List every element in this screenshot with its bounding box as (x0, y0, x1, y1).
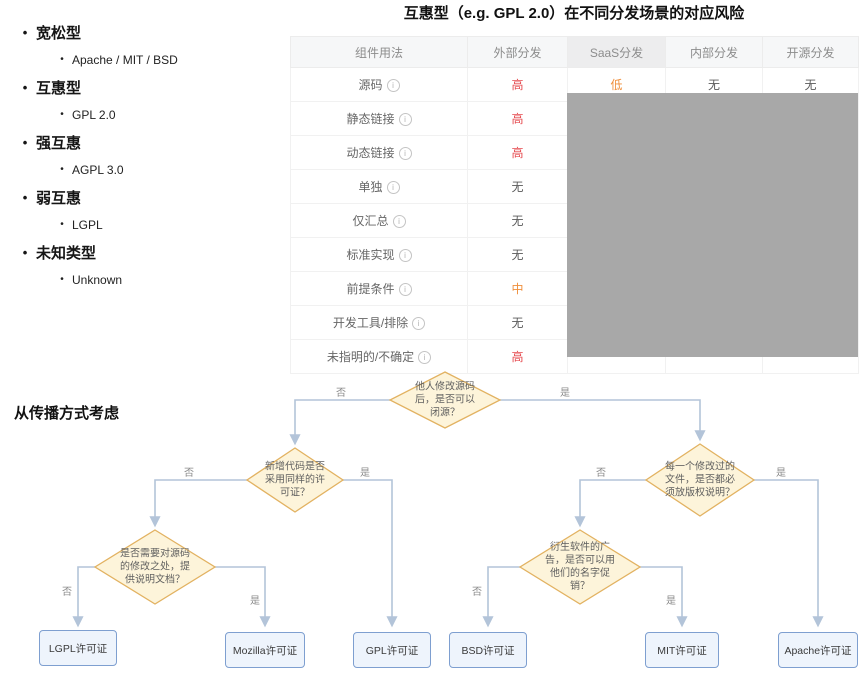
decision-text: 衍生软件的广告，是否可以用他们的名字促销？ (545, 542, 615, 592)
result-box-mit: MIT许可证 (645, 632, 719, 668)
usage-label: 未指明的/不确定 (326, 350, 415, 364)
license-type-label: 宽松型 (36, 24, 82, 42)
license-name-label: GPL 2.0 (72, 107, 116, 122)
table-header-row: 组件用法 外部分发 SaaS分发 内部分发 开源分发 (290, 36, 859, 68)
decision-text: 他人修改源码后，是否可以闭源？ (415, 381, 475, 419)
result-box-lgpl: LGPL许可证 (39, 630, 117, 666)
flowchart-title: 从传播方式考虑 (14, 405, 120, 422)
edge-yes-to-apache (754, 479, 824, 628)
edge-yes-to-gpl (343, 479, 398, 628)
edge-no-to-bsd (482, 566, 520, 628)
risk-cell: 无 (467, 237, 568, 272)
usage-label: 源码 (358, 78, 383, 92)
edge-label-no: 否 (62, 587, 72, 598)
decision-text: 新增代码是否采用同样的许可证？ (265, 461, 325, 499)
risk-cell: 无 (467, 305, 568, 340)
license-type-label: 未知类型 (36, 244, 97, 262)
license-name-label: LGPL (72, 217, 103, 232)
result-box-gpl: GPL许可证 (353, 632, 431, 668)
usage-label: 开发工具/排除 (332, 316, 409, 330)
risk-cell: 高 (467, 67, 568, 102)
info-icon[interactable]: i (398, 147, 412, 160)
risk-cell: 高 (467, 101, 568, 136)
edge-no-to-d5 (574, 479, 646, 528)
column-header-usage: 组件用法 (290, 36, 468, 68)
edge-yes-to-d4 (500, 399, 706, 442)
masked-region (567, 93, 858, 357)
column-header-opensource: 开源分发 (762, 36, 859, 68)
info-icon[interactable]: i (398, 249, 412, 262)
edge-label-yes: 是 (360, 468, 370, 479)
info-icon[interactable]: i (392, 215, 406, 228)
license-type-list: 宽松型 Apache / MIT / BSD 互惠型 GPL 2.0 强互惠 A… (14, 18, 284, 293)
license-type-label: 强互惠 (36, 134, 82, 152)
edge-label-yes: 是 (776, 468, 786, 479)
list-item-reciprocal: 互惠型 (14, 73, 284, 101)
edge-label-no: 否 (472, 587, 482, 598)
edge-no-to-d3 (149, 479, 247, 528)
list-subitem: GPL 2.0 (14, 101, 284, 128)
list-item-unknown: 未知类型 (14, 238, 284, 266)
risk-cell: 中 (467, 271, 568, 306)
list-subitem: Unknown (14, 266, 284, 293)
risk-cell: 高 (467, 339, 568, 374)
info-icon[interactable]: i (398, 283, 412, 296)
risk-cell: 高 (467, 135, 568, 170)
edge-label-yes: 是 (666, 596, 676, 607)
list-subitem: Apache / MIT / BSD (14, 46, 284, 73)
info-icon[interactable]: i (412, 317, 426, 330)
usage-label: 静态链接 (346, 112, 395, 126)
list-subitem: AGPL 3.0 (14, 156, 284, 183)
info-icon[interactable]: i (386, 79, 400, 92)
license-name-label: Unknown (72, 272, 123, 287)
list-item-permissive: 宽松型 (14, 18, 284, 46)
risk-table-title: 互惠型（e.g. GPL 2.0）在不同分发场景的对应风险 (403, 5, 745, 22)
usage-label: 仅汇总 (352, 214, 389, 228)
risk-cell: 无 (467, 169, 568, 204)
edge-no-to-d2 (289, 399, 390, 446)
license-name-label: AGPL 3.0 (72, 162, 124, 177)
column-header-external: 外部分发 (467, 36, 568, 68)
edge-no-to-lgpl (72, 566, 95, 628)
edge-label-no: 否 (336, 388, 346, 399)
decision-text: 是否需要对源码的修改之处，提供说明文档？ (120, 548, 190, 586)
info-icon[interactable]: i (386, 181, 400, 194)
decision-text: 每一个修改过的文件，是否都必须放版权说明？ (665, 461, 735, 499)
list-item-weak-reciprocal: 弱互惠 (14, 183, 284, 211)
usage-label: 标准实现 (346, 248, 395, 262)
result-box-mozilla: Mozilla许可证 (225, 632, 305, 668)
result-box-bsd: BSD许可证 (449, 632, 527, 668)
edge-label-yes: 是 (560, 388, 570, 399)
list-subitem: LGPL (14, 211, 284, 238)
usage-label: 单独 (358, 180, 383, 194)
list-item-strong-reciprocal: 强互惠 (14, 128, 284, 156)
license-type-label: 互惠型 (36, 79, 82, 97)
edge-label-no: 否 (596, 468, 606, 479)
column-header-internal: 内部分发 (665, 36, 763, 68)
usage-label: 动态链接 (346, 146, 395, 160)
license-name-label: Apache / MIT / BSD (72, 52, 178, 67)
column-header-saas: SaaS分发 (567, 36, 666, 68)
edge-label-yes: 是 (250, 596, 260, 607)
info-icon[interactable]: i (418, 351, 432, 364)
info-icon[interactable]: i (398, 113, 412, 126)
risk-cell: 无 (467, 203, 568, 238)
license-type-label: 弱互惠 (36, 189, 82, 207)
edge-label-no: 否 (184, 468, 194, 479)
result-box-apache: Apache许可证 (778, 632, 858, 668)
usage-label: 前提条件 (346, 282, 395, 296)
